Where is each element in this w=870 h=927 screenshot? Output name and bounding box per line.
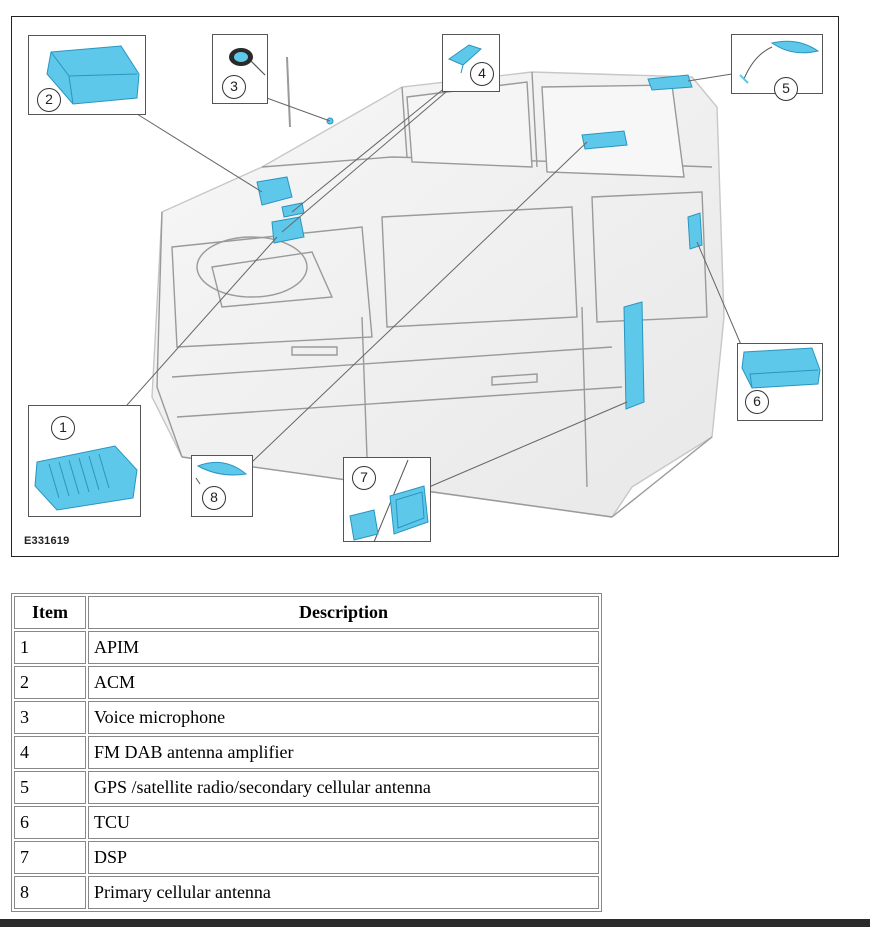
vehicle-component-location-diagram: 2 3 4 5 6 <box>11 16 839 557</box>
callout-tcu: 6 <box>737 343 823 421</box>
callout-number: 8 <box>202 486 226 510</box>
apim-location <box>271 216 305 244</box>
figure-id: E331619 <box>24 535 70 547</box>
item-description: APIM <box>88 631 599 664</box>
callout-number: 5 <box>774 77 798 101</box>
cellular-antenna-icon <box>195 461 248 485</box>
table-row: 6 TCU <box>14 806 599 839</box>
header-description: Description <box>88 596 599 629</box>
truck-body <box>151 56 725 518</box>
callout-acm: 2 <box>28 35 146 115</box>
item-number: 5 <box>14 771 86 804</box>
leader-lines <box>126 73 743 488</box>
gps-antenna-location <box>647 74 693 91</box>
callout-gps-antenna: 5 <box>731 34 823 101</box>
item-description: ACM <box>88 666 599 699</box>
item-description: DSP <box>88 841 599 874</box>
table-row: 3 Voice microphone <box>14 701 599 734</box>
callout-dsp: 7 <box>343 457 431 543</box>
table-row: 7 DSP <box>14 841 599 874</box>
item-number: 6 <box>14 806 86 839</box>
amplifier-icon <box>447 44 482 74</box>
dsp-location <box>623 301 645 410</box>
vehicle-illustration <box>126 56 743 518</box>
acm-location <box>256 176 293 206</box>
component-table: Item Description 1 APIM 2 ACM 3 Voice mi… <box>11 593 602 912</box>
callout-number: 7 <box>352 466 376 490</box>
item-number: 7 <box>14 841 86 874</box>
callout-number: 1 <box>51 416 75 440</box>
callout-number: 3 <box>222 75 246 99</box>
apim-module-icon <box>34 445 138 511</box>
tcu-module-icon <box>741 347 821 389</box>
callout-voice-microphone: 3 <box>212 34 268 104</box>
table-row: 2 ACM <box>14 666 599 699</box>
callout-primary-cellular-antenna: 8 <box>191 455 253 517</box>
callout-apim: 1 <box>28 405 141 517</box>
microphone-icon <box>229 48 266 76</box>
bottom-bar <box>0 919 870 927</box>
callout-fm-dab-amplifier: 4 <box>442 34 500 92</box>
table-header-row: Item Description <box>14 596 599 629</box>
table-row: 4 FM DAB antenna amplifier <box>14 736 599 769</box>
item-number: 1 <box>14 631 86 664</box>
gps-antenna-icon <box>739 40 820 84</box>
item-number: 2 <box>14 666 86 699</box>
item-description: GPS /satellite radio/secondary cellular … <box>88 771 599 804</box>
item-number: 4 <box>14 736 86 769</box>
table-row: 8 Primary cellular antenna <box>14 876 599 909</box>
callout-number: 6 <box>745 390 769 414</box>
acm-module-icon <box>46 45 140 105</box>
table-row: 5 GPS /satellite radio/secondary cellula… <box>14 771 599 804</box>
callout-number: 2 <box>37 88 61 112</box>
item-description: TCU <box>88 806 599 839</box>
item-number: 3 <box>14 701 86 734</box>
item-description: Voice microphone <box>88 701 599 734</box>
tcu-location <box>687 212 703 250</box>
table-row: 1 APIM <box>14 631 599 664</box>
dsp-module-icon <box>349 459 429 543</box>
highlighted-components <box>256 74 703 410</box>
item-description: FM DAB antenna amplifier <box>88 736 599 769</box>
header-item: Item <box>14 596 86 629</box>
item-number: 8 <box>14 876 86 909</box>
item-description: Primary cellular antenna <box>88 876 599 909</box>
callout-number: 4 <box>470 62 494 86</box>
